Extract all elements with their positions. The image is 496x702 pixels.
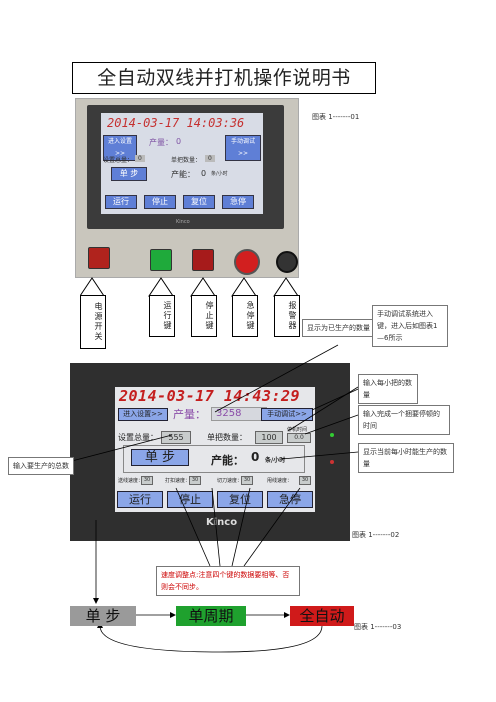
datetime-display: 2014-03-17 14:43:29 <box>119 387 301 405</box>
document-title: 全自动双线并打机操作说明书 <box>72 62 376 94</box>
capacity-label: 产能： <box>211 454 244 467</box>
arrow-label-estop: 急停键 <box>232 295 258 337</box>
datetime-display: 2014-03-17 14:03:36 <box>107 116 245 130</box>
enter-settings-button[interactable]: 进入设置>> <box>118 408 168 421</box>
figure-label-1: 图表 1-------01 <box>312 113 360 121</box>
mode-step: 单 步 <box>70 606 136 626</box>
mode-full-auto: 全自动 <box>290 606 354 626</box>
speed-cut-field[interactable]: 30 <box>241 476 253 485</box>
output-label: 产量： <box>173 408 206 421</box>
mode-button[interactable]: 单 步 <box>111 167 147 181</box>
callout-total: 输入要生产的总数 <box>8 457 74 475</box>
figure-label-3: 图表 1-------03 <box>354 623 402 631</box>
status-led-green <box>330 433 334 437</box>
hmi-screen-small: 2014-03-17 14:03:36 进入设置>> 产量： 0 手动调试>> … <box>101 113 263 214</box>
speed-wire-label: 送线速度： <box>118 478 144 484</box>
alarm-buzzer <box>276 251 298 273</box>
enter-settings-button[interactable]: 进入设置>> <box>103 135 137 161</box>
manual-debug-button[interactable]: 手动调试>> <box>225 135 261 161</box>
mode-single-cycle: 单周期 <box>176 606 246 626</box>
per-bundle-label: 单把数量： <box>207 433 247 442</box>
speed-twist-field[interactable]: 30 <box>189 476 201 485</box>
callout-manual: 手动调试系统进入键，进入后如图表1—6所示 <box>372 305 448 347</box>
figure-label-2: 图表 1-------02 <box>352 531 400 539</box>
output-label: 产量： <box>149 138 173 147</box>
callout-per-bundle: 输入每小把的数量 <box>358 374 418 404</box>
speed-swing-field[interactable]: 30 <box>299 476 311 485</box>
capacity-value: 0 <box>251 450 260 464</box>
total-label: 设置总量： <box>118 433 158 442</box>
total-field[interactable]: 555 <box>161 431 191 444</box>
capacity-value: 0 <box>201 169 207 178</box>
capacity-unit: 条/小时 <box>211 171 228 177</box>
arrow-label-stop: 停止键 <box>191 295 217 337</box>
speed-swing-label: 甩线速度： <box>267 478 293 484</box>
power-switch[interactable] <box>88 247 110 269</box>
run-key[interactable] <box>150 249 172 271</box>
run-button[interactable]: 运行 <box>117 491 163 508</box>
callout-capacity: 显示当前每小时能生产的数量 <box>358 443 454 473</box>
status-led-red <box>330 460 334 464</box>
per-bundle-label: 单把数量： <box>171 157 202 164</box>
mode-button[interactable]: 单 步 <box>131 449 189 466</box>
total-label: 设置总量： <box>103 157 134 164</box>
speed-twist-label: 打扣速度： <box>165 478 191 484</box>
stop-button[interactable]: 停止 <box>167 491 213 508</box>
total-field[interactable]: 0 <box>135 155 145 162</box>
capacity-unit: 条/小时 <box>265 457 286 464</box>
stop-button[interactable]: 停止 <box>144 195 176 209</box>
output-value: 3258 <box>211 407 267 421</box>
emergency-stop-key[interactable] <box>234 249 260 275</box>
brand-label-small: Kinco <box>176 219 190 225</box>
callout-stop-time: 输入完成一个捆要停顿的时间 <box>358 405 450 435</box>
arrow-label-power: 电源开关 <box>80 295 106 349</box>
speed-wire-field[interactable]: 30 <box>141 476 153 485</box>
estop-button[interactable]: 急停 <box>267 491 313 508</box>
manual-debug-button[interactable]: 手动调试>> <box>261 408 313 421</box>
per-bundle-field[interactable]: 100 <box>255 431 283 444</box>
estop-button[interactable]: 急停 <box>222 195 254 209</box>
output-value: 0 <box>176 137 182 146</box>
hmi-screen-large: 2014-03-17 14:43:29 进入设置>> 产量： 3258 手动调试… <box>115 387 315 512</box>
stop-key[interactable] <box>192 249 214 271</box>
callout-produced: 显示为已生产的数量 <box>302 319 376 337</box>
stop-time-field[interactable]: 0.0 <box>287 433 311 443</box>
brand-label: Kinco <box>206 517 238 528</box>
capacity-label: 产能： <box>171 170 195 179</box>
stop-time-label: 停机时间 <box>287 427 308 433</box>
reset-button[interactable]: 复位 <box>217 491 263 508</box>
callout-speed-note: 速度调整点:注意四个键的数据要相等、否则会不同步。 <box>156 566 300 596</box>
speed-cut-label: 切刀速度： <box>217 478 243 484</box>
arrow-label-run: 运行键 <box>149 295 175 337</box>
run-button[interactable]: 运行 <box>105 195 137 209</box>
machine-panel-photo: 2014-03-17 14:03:36 进入设置>> 产量： 0 手动调试>> … <box>75 98 299 278</box>
reset-button[interactable]: 复位 <box>183 195 215 209</box>
per-bundle-field[interactable]: 0 <box>205 155 215 162</box>
arrow-label-alarm: 报警器 <box>274 295 300 337</box>
